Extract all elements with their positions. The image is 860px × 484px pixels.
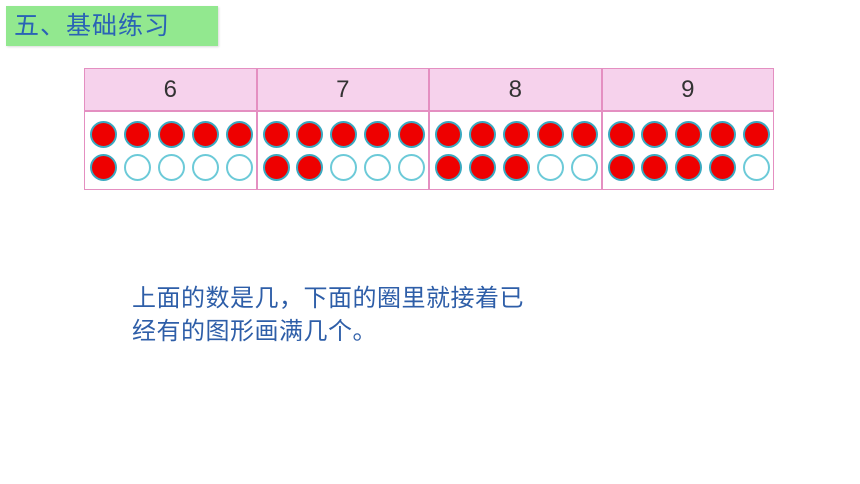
filled-circle — [262, 120, 290, 148]
circle-row — [262, 120, 425, 148]
filled-circle — [262, 153, 290, 181]
table-column: 9 — [602, 69, 774, 189]
filled-circle — [225, 120, 253, 148]
empty-circle — [398, 153, 425, 181]
empty-circle — [364, 153, 392, 181]
circle-grid — [85, 112, 256, 189]
empty-circle — [743, 153, 770, 181]
empty-circle — [191, 153, 219, 181]
table-column: 8 — [430, 69, 603, 189]
empty-circle — [536, 153, 564, 181]
filled-circle — [536, 120, 564, 148]
filled-circle — [191, 120, 219, 148]
instruction-line: 经有的图形画满几个。 — [132, 317, 377, 345]
filled-circle — [468, 120, 496, 148]
column-number: 9 — [602, 69, 773, 112]
circle-grid — [258, 112, 429, 189]
circle-row — [435, 153, 598, 181]
circle-row — [90, 120, 253, 148]
filled-circle — [743, 120, 770, 148]
section-title: 五、基础练习 — [6, 6, 218, 46]
column-number: 8 — [430, 69, 601, 112]
empty-circle — [330, 153, 358, 181]
exercise-table: 6 7 8 9 — [84, 68, 774, 190]
filled-circle — [90, 153, 117, 181]
table-column: 6 — [85, 69, 258, 189]
column-number: 6 — [85, 69, 256, 112]
empty-circle — [123, 153, 151, 181]
filled-circle — [675, 120, 703, 148]
filled-circle — [435, 120, 462, 148]
empty-circle — [225, 153, 253, 181]
filled-circle — [123, 120, 151, 148]
circle-row — [435, 120, 598, 148]
empty-circle — [570, 153, 598, 181]
filled-circle — [641, 153, 669, 181]
circle-grid — [603, 112, 774, 189]
instruction-line: 上面的数是几，下面的圈里就接着已 — [132, 284, 524, 312]
filled-circle — [502, 153, 530, 181]
circle-row — [607, 120, 770, 148]
table-column: 7 — [257, 69, 430, 189]
column-number: 7 — [257, 69, 428, 112]
filled-circle — [435, 153, 462, 181]
circle-grid — [430, 112, 601, 189]
filled-circle — [709, 153, 737, 181]
filled-circle — [296, 120, 324, 148]
circle-row — [607, 153, 770, 181]
filled-circle — [468, 153, 496, 181]
filled-circle — [364, 120, 392, 148]
filled-circle — [398, 120, 425, 148]
filled-circle — [607, 120, 635, 148]
circle-row — [90, 153, 253, 181]
filled-circle — [90, 120, 117, 148]
filled-circle — [641, 120, 669, 148]
filled-circle — [157, 120, 185, 148]
filled-circle — [675, 153, 703, 181]
filled-circle — [607, 153, 635, 181]
filled-circle — [570, 120, 598, 148]
empty-circle — [157, 153, 185, 181]
filled-circle — [502, 120, 530, 148]
filled-circle — [709, 120, 737, 148]
instruction-text: 上面的数是几，下面的圈里就接着已 经有的图形画满几个。 — [132, 282, 602, 348]
circle-row — [262, 153, 425, 181]
filled-circle — [330, 120, 358, 148]
filled-circle — [296, 153, 324, 181]
